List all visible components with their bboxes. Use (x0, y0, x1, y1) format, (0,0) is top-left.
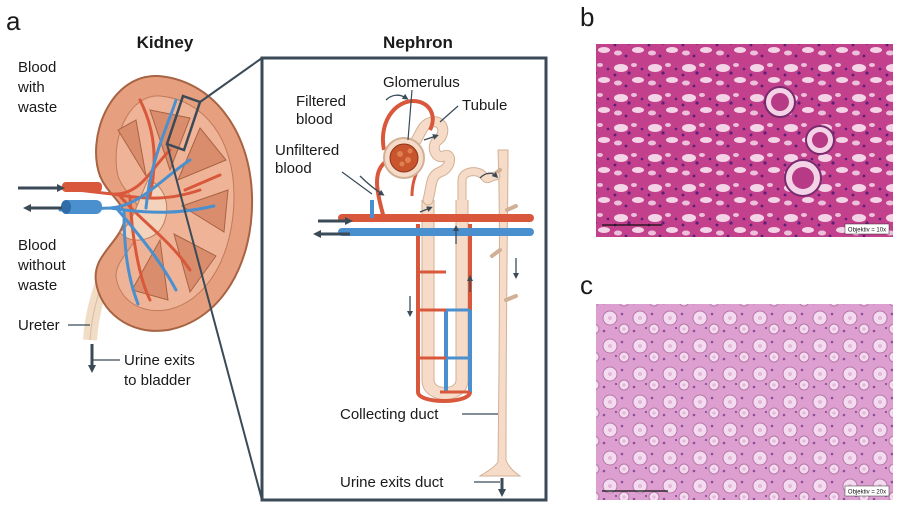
panel-label-a: a (6, 6, 21, 36)
magnification-c: Objektiv = 20x (848, 490, 886, 496)
urine-leader (91, 344, 120, 361)
label-urine-exits-duct: Urine exits duct (340, 474, 444, 491)
zoom-connector-top (199, 57, 263, 103)
glomerulus-leader (407, 89, 413, 141)
micrograph-c: Objektiv = 20x (596, 304, 893, 500)
kidney-title: Kidney (137, 33, 194, 52)
label-collecting-duct: Collecting duct (340, 406, 439, 423)
label-glomerulus: Glomerulus (383, 74, 460, 91)
zoom-window (165, 94, 202, 152)
label-blood-without-waste: Blood without waste (17, 237, 70, 294)
label-blood-with-waste: Blood with waste (17, 59, 61, 116)
label-unfiltered-blood: Unfiltered blood (275, 142, 343, 177)
tubule-leader (439, 105, 459, 123)
nephron-title: Nephron (383, 33, 453, 52)
label-ureter: Ureter (18, 317, 60, 334)
label-filtered-blood: Filtered blood (296, 93, 350, 128)
kidney-illustration (58, 74, 254, 341)
unfiltered-leader (341, 171, 373, 195)
nephron-illustration (338, 93, 534, 477)
micrograph-b: Objektiv = 10x (596, 44, 893, 237)
label-urine-exits-to-bladder: Urine exits to bladder (124, 352, 199, 389)
label-tubule: Tubule (462, 97, 507, 114)
panel-label-b: b (580, 2, 594, 32)
zoom-connector-bottom (166, 143, 263, 501)
magnification-b: Objektiv = 10x (848, 228, 886, 234)
panel-label-c: c (580, 270, 593, 300)
